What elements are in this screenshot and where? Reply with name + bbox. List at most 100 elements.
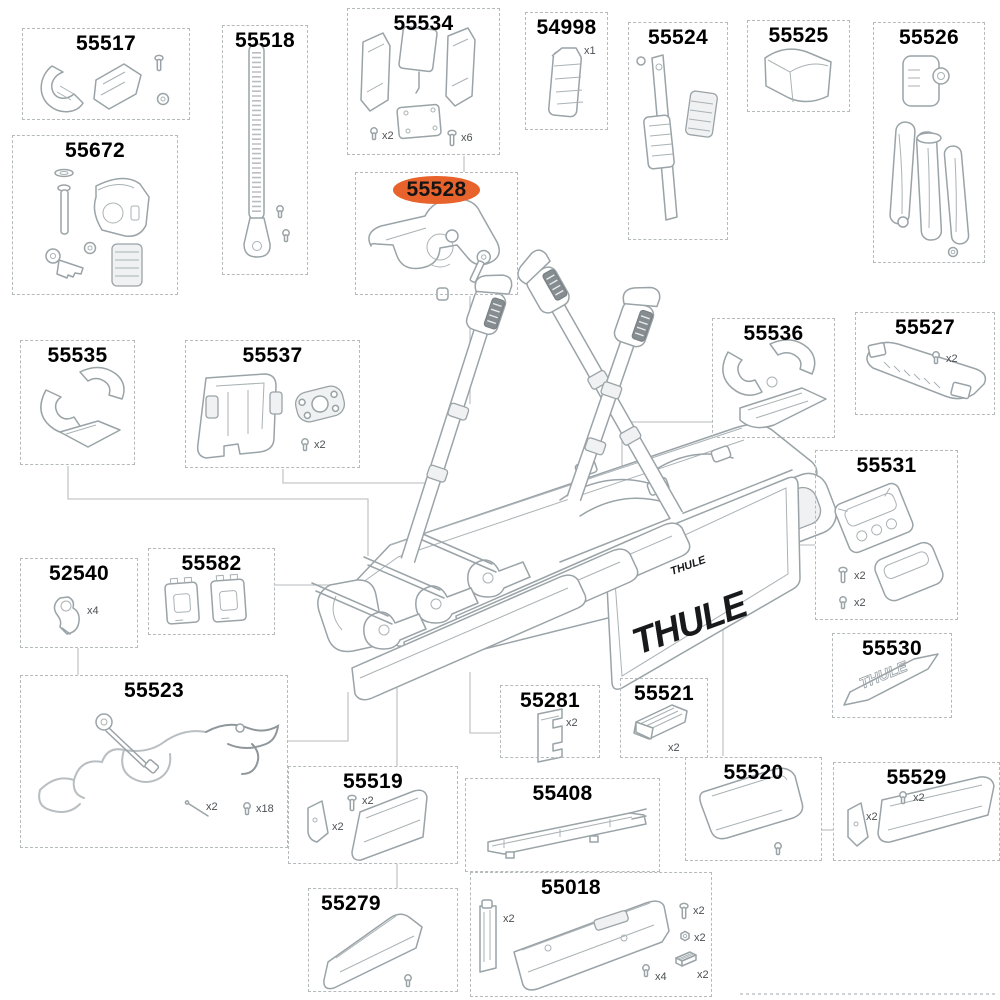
count-label: x2 [668, 742, 680, 754]
part-55279-art [323, 913, 423, 990]
part-number-label: 55279 [321, 892, 381, 915]
bike-arm-right [566, 286, 661, 505]
part-number-label: 55523 [124, 679, 184, 702]
part-number-label: 55518 [235, 29, 295, 52]
part-number-label: 55531 [856, 454, 917, 477]
part-55526-art [889, 55, 970, 258]
count-label: x2 [566, 717, 578, 729]
part-54998-art [548, 47, 584, 118]
part-box-55521[interactable]: 55521 [620, 678, 708, 758]
part-55536-art [722, 339, 827, 429]
part-52540-art [53, 596, 80, 635]
count-label: x2 [866, 811, 878, 823]
part-box-55525[interactable]: 55525 [747, 20, 850, 112]
part-box-55530[interactable]: 55530 [832, 633, 952, 718]
part-number-label: 55537 [242, 344, 303, 367]
part-box-55279[interactable]: 55279 [308, 888, 458, 992]
part-55531-art [834, 482, 944, 610]
count-label: x2 [946, 353, 958, 365]
highlighted-part-number[interactable]: 55528 [392, 176, 481, 204]
part-number-label: 55281 [520, 689, 580, 712]
part-box-55520[interactable]: 55520 [685, 757, 822, 861]
count-label: x2 [362, 795, 374, 807]
part-box-55408[interactable]: 55408 [465, 778, 660, 872]
part-number-label: 55582 [181, 552, 242, 575]
part-box-55534[interactable]: 55534 [347, 8, 500, 155]
part-box-55526[interactable]: 55526 [873, 22, 985, 263]
part-box-55536[interactable]: 55536 [712, 318, 835, 438]
part-box-55523[interactable]: 55523 [20, 675, 288, 848]
part-55535-art [40, 366, 125, 448]
part-box-55535[interactable]: 55535 [20, 340, 135, 465]
part-number-label: 55524 [648, 26, 708, 49]
part-number-label: 55534 [393, 12, 454, 35]
part-box-55528-selected[interactable]: 55528 [355, 172, 518, 295]
product-illustration: THULE THULE [311, 249, 837, 701]
part-55582-art [164, 573, 247, 625]
part-box-55281[interactable]: 55281 [500, 685, 600, 758]
part-number-label: 54998 [536, 16, 597, 39]
part-box-55524[interactable]: 55524 [628, 22, 728, 240]
part-55672-art [45, 168, 150, 287]
part-box-55531[interactable]: 55531 [815, 450, 958, 620]
part-55534-art [360, 25, 476, 147]
part-55527-art [866, 341, 987, 400]
count-label: x4 [655, 971, 667, 983]
part-55517-art [40, 54, 170, 113]
part-number-label: 55519 [343, 770, 403, 793]
bike-arm-left [400, 274, 513, 567]
part-55518-art [243, 43, 290, 258]
part-number-label: 55527 [895, 316, 955, 339]
count-label: x2 [693, 905, 705, 917]
part-55519-art [307, 789, 428, 861]
part-number-label: 55535 [47, 344, 108, 367]
count-label: x2 [382, 130, 394, 142]
count-label: x2 [694, 932, 706, 944]
count-label: x2 [854, 570, 866, 582]
part-number-label: 55520 [723, 761, 784, 784]
count-label: x2 [913, 792, 925, 804]
count-label: x4 [87, 605, 99, 617]
part-number-label: 55517 [76, 32, 136, 55]
part-box-55527[interactable]: 55527 [855, 312, 995, 415]
part-box-55672[interactable]: 55672 [12, 135, 178, 295]
part-55524-art [636, 54, 718, 221]
part-55521-art [633, 704, 688, 740]
part-55408-art [487, 808, 647, 859]
part-number-label: 55521 [634, 682, 694, 705]
count-label: x2 [332, 821, 344, 833]
part-box-55518[interactable]: 55518 [222, 25, 308, 275]
part-box-52540[interactable]: 52540 [20, 558, 138, 648]
part-box-55018[interactable]: 55018 [470, 872, 712, 997]
count-label: x6 [461, 132, 473, 144]
part-55018-art [479, 899, 697, 991]
count-label: x2 [697, 969, 709, 981]
part-55525-art [764, 48, 832, 103]
part-number-label: 52540 [49, 562, 109, 585]
count-label: x2 [206, 801, 218, 813]
part-box-55529[interactable]: 55529 [833, 762, 1000, 861]
part-number-label: 55018 [541, 876, 601, 899]
count-label: x2 [314, 439, 326, 451]
part-number-label: 55525 [768, 24, 829, 47]
part-box-55537[interactable]: 55537 [185, 340, 360, 468]
count-annotations: x2 x6 x1 x2 x2 x2 x2 x4 x2 x18 x2 x2 x2 … [87, 45, 958, 983]
part-number-label: 55672 [65, 139, 125, 162]
part-box-55519[interactable]: 55519 [288, 766, 458, 864]
count-label: x18 [256, 803, 274, 815]
part-55523-art [38, 713, 280, 817]
part-55529-art [847, 776, 995, 847]
part-55537-art [196, 373, 346, 459]
part-box-55517[interactable]: 55517 [22, 28, 190, 120]
part-number-label: 55526 [899, 26, 959, 49]
count-label: x1 [584, 45, 596, 57]
part-number-label: 55530 [862, 637, 922, 660]
part-55520-art [699, 767, 804, 856]
part-box-54998[interactable]: 54998 [525, 12, 608, 130]
part-box-55582[interactable]: 55582 [148, 548, 275, 635]
part-number-label: 55536 [743, 322, 804, 345]
count-label: x2 [503, 913, 515, 925]
part-number-label: 55408 [532, 782, 593, 805]
